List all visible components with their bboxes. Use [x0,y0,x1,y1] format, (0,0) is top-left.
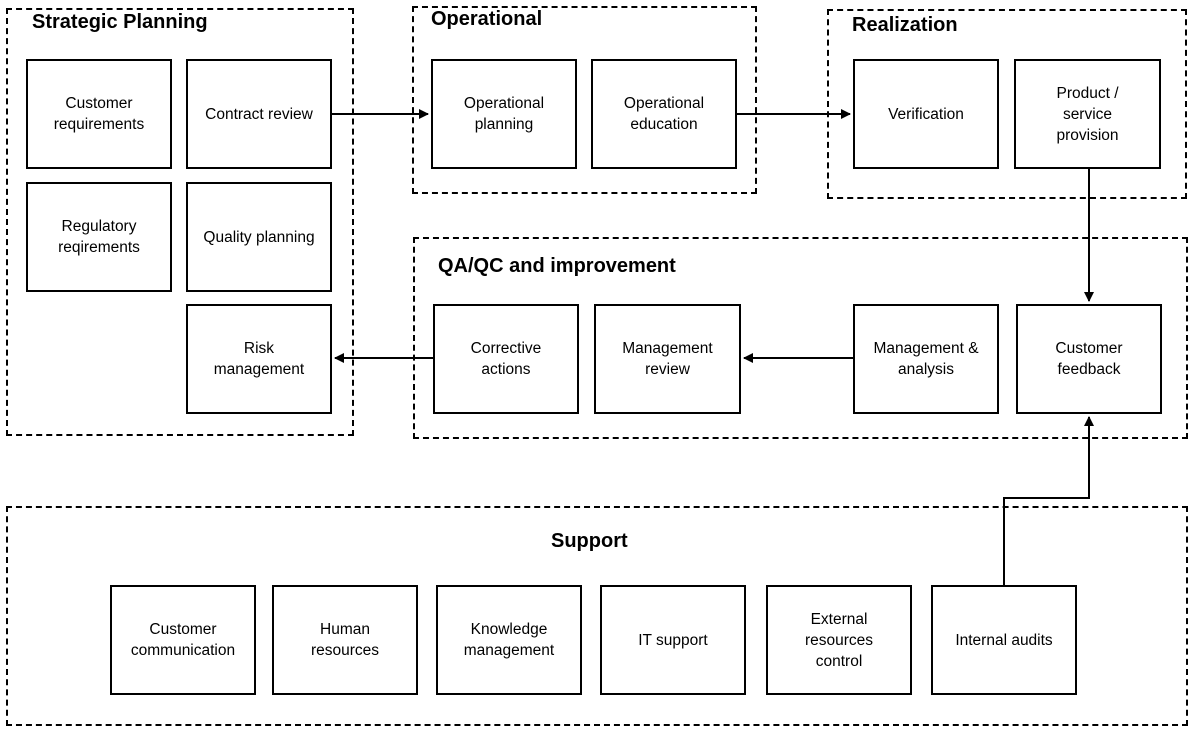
node-external-resources-control: External resources control [766,585,912,695]
node-management-review: Management review [594,304,741,414]
node-operational-planning: Operational planning [431,59,577,169]
group-realization [827,9,1187,199]
node-internal-audits: Internal audits [931,585,1077,695]
group-title-operational: Operational [431,8,543,30]
node-it-support: IT support [600,585,746,695]
group-support [6,506,1188,726]
group-title-qa-qc-improvement: QA/QC and improvement [438,255,676,277]
group-title-strategic-planning: Strategic Planning [32,11,208,33]
node-customer-feedback: Customer feedback [1016,304,1162,414]
arrow-internal-audits-to-customer-feedback [1003,416,1094,585]
node-verification: Verification [853,59,999,169]
group-operational [412,6,757,194]
node-human-resources: Human resources [272,585,418,695]
group-title-support: Support [551,530,628,552]
node-customer-requirements: Customer requirements [26,59,172,169]
node-quality-planning: Quality planning [186,182,332,292]
node-customer-communication: Customer communication [110,585,256,695]
node-risk-management: Risk management [186,304,332,414]
group-strategic-planning [6,8,354,436]
node-contract-review: Contract review [186,59,332,169]
group-qa-qc-improvement [413,237,1188,439]
node-regulatory-requirements: Regulatory reqirements [26,182,172,292]
node-product-service-provision: Product / service provision [1014,59,1161,169]
node-knowledge-management: Knowledge management [436,585,582,695]
node-operational-education: Operational education [591,59,737,169]
node-management-analysis: Management & analysis [853,304,999,414]
node-corrective-actions: Corrective actions [433,304,579,414]
group-title-realization: Realization [852,14,958,36]
